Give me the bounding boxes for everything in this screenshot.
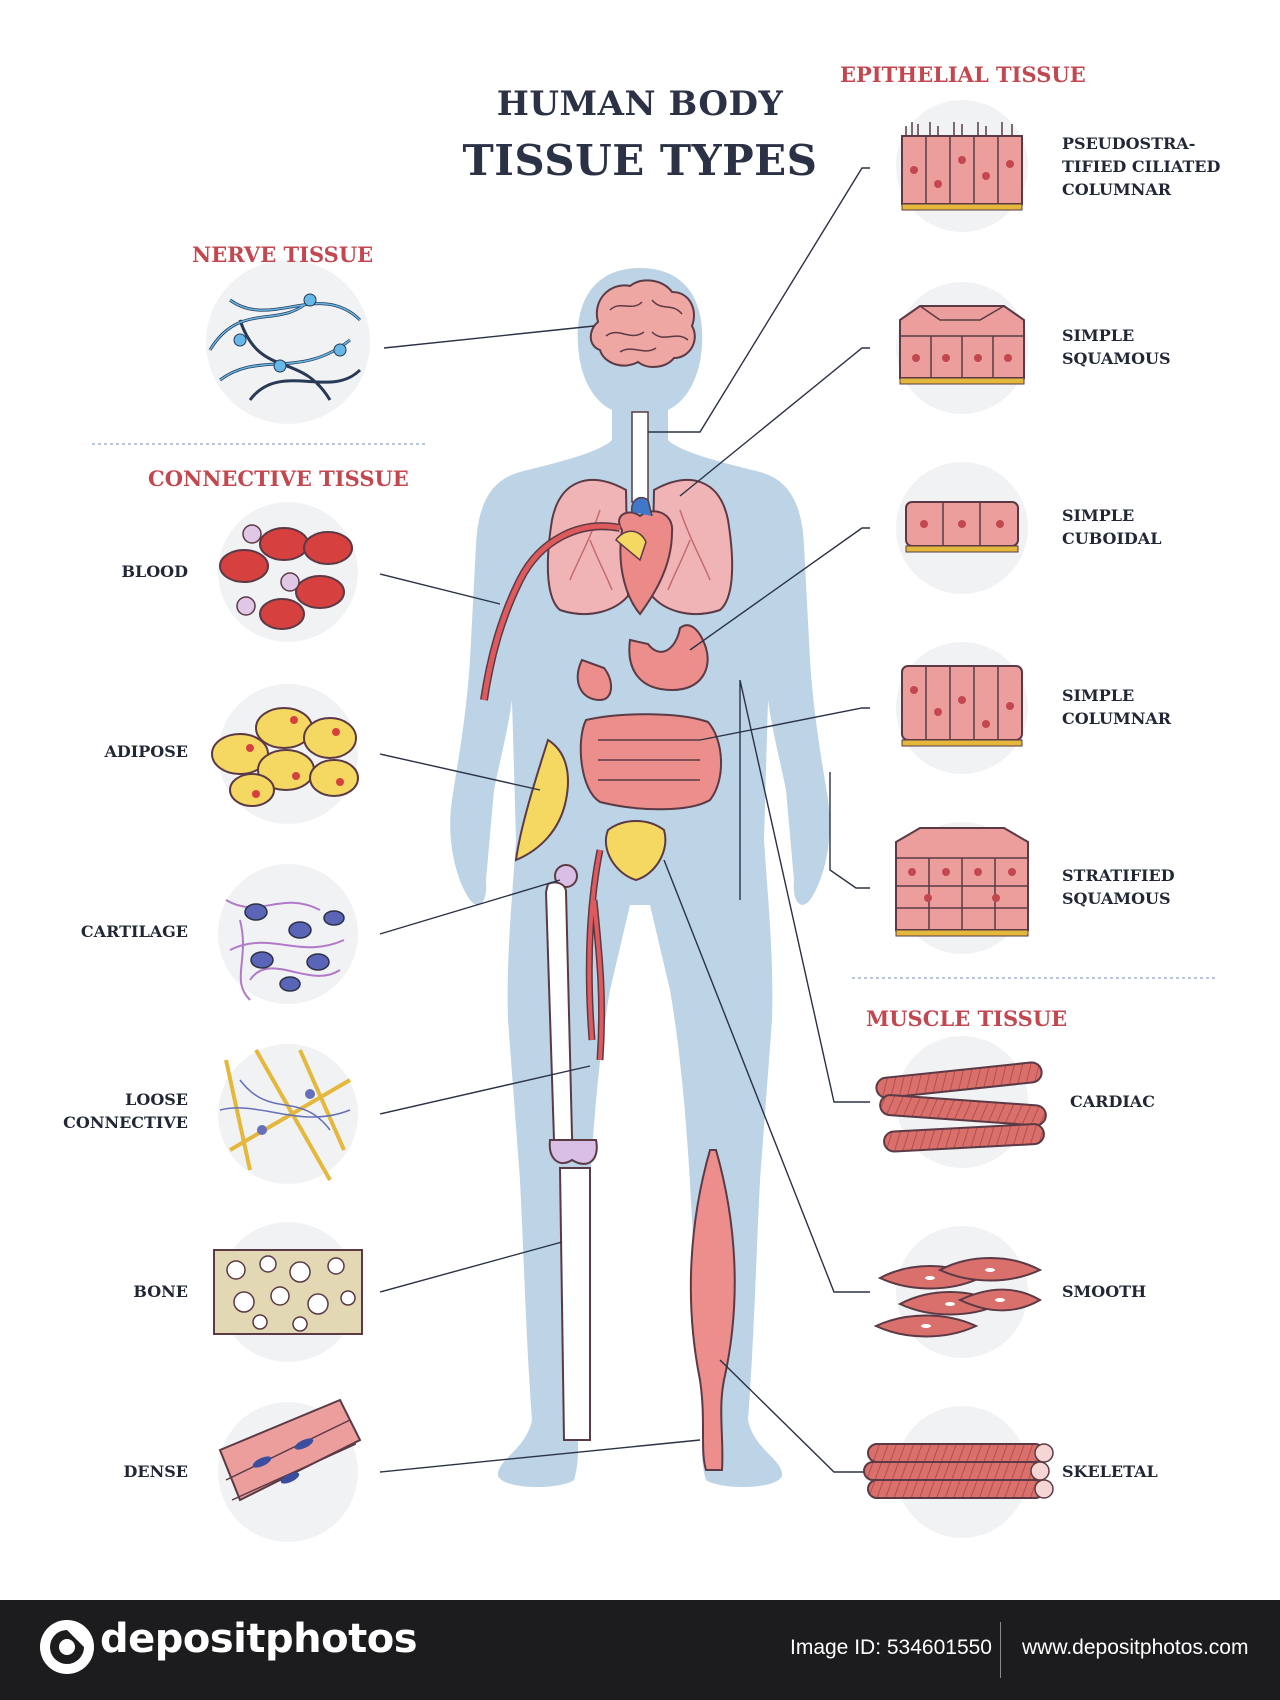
bladder xyxy=(605,820,667,882)
label-cuboidal-line-1: SIMPLE xyxy=(1062,506,1135,525)
leader-lines xyxy=(379,167,870,1473)
bone-icon xyxy=(213,1222,363,1362)
title-line-2: TISSUE TYPES xyxy=(462,136,818,185)
label-loose-line-2: CONNECTIVE xyxy=(63,1113,188,1132)
label-squamous-line-1: SIMPLE xyxy=(1062,326,1135,345)
artery xyxy=(480,522,621,1061)
label-stratified-line-1: STRATIFIED xyxy=(1062,866,1175,885)
label-cuboidal-line-2: CUBOIDAL xyxy=(1062,529,1162,548)
footer-divider xyxy=(1000,1622,1001,1678)
brain xyxy=(589,279,696,368)
stomach xyxy=(576,624,709,702)
calf-muscle xyxy=(689,1149,736,1471)
intestines xyxy=(579,713,722,811)
stratified-squamous-icon xyxy=(895,822,1029,954)
skeletal-muscle-icon xyxy=(863,1406,1054,1538)
label-blood: BLOOD xyxy=(121,562,188,581)
label-squamous-line-2: SQUAMOUS xyxy=(1062,349,1171,368)
label-skeletal: SKELETAL xyxy=(1062,1462,1158,1481)
simple-columnar-icon xyxy=(896,642,1028,774)
label-loose-connective: LOOSE CONNECTIVE xyxy=(18,1088,188,1134)
footer-image-id: Image ID: 534601550 xyxy=(790,1636,992,1659)
title-line-1: HUMAN BODY xyxy=(496,84,784,124)
nerve-tissue-icon xyxy=(206,260,370,424)
cartilage-icon xyxy=(218,864,358,1004)
adipose-depot xyxy=(514,738,569,862)
section-dividers xyxy=(92,443,1218,979)
label-stratified-line-2: SQUAMOUS xyxy=(1062,889,1171,908)
leg-bones xyxy=(544,864,598,1441)
epithelial-tissue-heading: EPITHELIAL TISSUE xyxy=(840,62,1086,87)
blood-icon xyxy=(218,502,358,642)
label-dense: DENSE xyxy=(123,1462,188,1481)
label-bone: BONE xyxy=(133,1282,188,1301)
label-smooth: SMOOTH xyxy=(1062,1282,1147,1301)
simple-cuboidal-icon xyxy=(896,462,1028,594)
label-pseudo-line-2: TIFIED CILIATED xyxy=(1062,157,1221,176)
label-simple-squamous: SIMPLE SQUAMOUS xyxy=(1062,324,1171,370)
depositphotos-logo-icon xyxy=(40,1620,94,1674)
label-simple-cuboidal: SIMPLE CUBOIDAL xyxy=(1062,504,1161,550)
adipose-icon xyxy=(211,684,359,824)
illustration xyxy=(92,100,1218,1542)
label-columnar-line-1: SIMPLE xyxy=(1062,686,1135,705)
loose-connective-icon xyxy=(218,1044,358,1184)
simple-squamous-icon xyxy=(896,282,1028,414)
label-columnar-line-2: COLUMNAR xyxy=(1062,709,1172,728)
footer-site-link[interactable]: www.depositphotos.com xyxy=(1022,1636,1249,1659)
smooth-muscle-icon xyxy=(873,1226,1043,1358)
label-stratified-squamous: STRATIFIED SQUAMOUS xyxy=(1062,864,1175,910)
label-simple-columnar: SIMPLE COLUMNAR xyxy=(1062,684,1171,730)
label-cardiac: CARDIAC xyxy=(1070,1092,1155,1111)
nerve-tissue-heading: NERVE TISSUE xyxy=(192,242,374,267)
trachea xyxy=(631,411,649,503)
pseudostratified-icon xyxy=(896,100,1028,232)
label-loose-line-1: LOOSE xyxy=(125,1090,188,1109)
label-pseudostratified: PSEUDOSTRA- TIFIED CILIATED COLUMNAR xyxy=(1062,132,1220,201)
muscle-tissue-heading: MUSCLE TISSUE xyxy=(866,1006,1068,1031)
label-adipose: ADIPOSE xyxy=(104,742,189,761)
label-pseudo-line-3: COLUMNAR xyxy=(1062,180,1172,199)
label-cartilage: CARTILAGE xyxy=(80,922,188,941)
cardiac-muscle-icon xyxy=(875,1036,1047,1168)
dense-icon xyxy=(218,1398,362,1542)
label-pseudo-line-1: PSEUDOSTRA- xyxy=(1062,134,1196,153)
footer-bar xyxy=(0,1600,1280,1700)
connective-tissue-heading: CONNECTIVE TISSUE xyxy=(148,466,409,491)
footer-brand[interactable]: depositphotos xyxy=(100,1616,418,1662)
heart xyxy=(615,496,674,616)
lungs xyxy=(546,479,734,615)
